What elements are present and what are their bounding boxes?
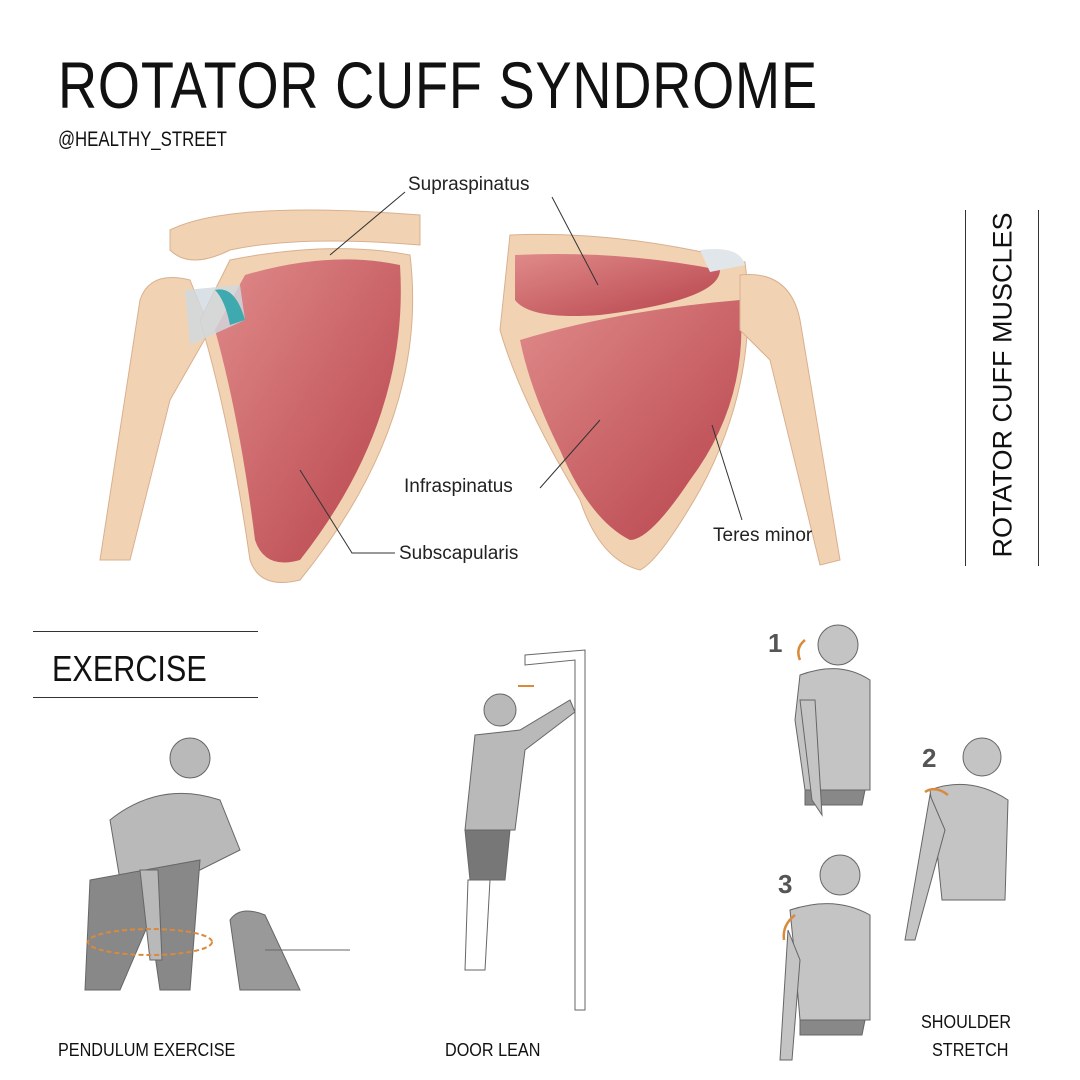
leader-lines	[299, 191, 743, 554]
step-number: 2	[922, 743, 937, 773]
caption-shoulder-stretch-1: SHOULDER	[921, 1012, 1012, 1032]
side-title: ROTATOR CUFF MUSCLES	[987, 212, 1018, 558]
exercise-heading: EXERCISE	[52, 648, 207, 689]
shoulder-stretch-figures	[779, 624, 1009, 1061]
divider	[33, 697, 258, 698]
page-title: ROTATOR CUFF SYNDROME	[58, 48, 818, 122]
caption-pendulum: PENDULUM EXERCISE	[58, 1040, 236, 1060]
pendulum-figure	[84, 737, 350, 991]
label-infraspinatus: Infraspinatus	[404, 476, 513, 497]
caption-door-lean: DOOR LEAN	[445, 1040, 541, 1060]
step-number: 3	[778, 869, 793, 899]
caption-shoulder-stretch-2: STRETCH	[932, 1040, 1009, 1060]
back-shoulder-illustration	[499, 233, 841, 571]
author-handle: @HEALTHY_STREET	[58, 128, 227, 151]
door-lean-figure	[464, 649, 586, 1011]
front-shoulder-illustration	[99, 209, 421, 583]
divider	[33, 631, 258, 632]
label-subscapularis: Subscapularis	[399, 543, 519, 564]
step-number: 1	[768, 628, 783, 658]
divider	[1038, 210, 1039, 566]
label-supraspinatus: Supraspinatus	[408, 174, 530, 195]
divider	[965, 210, 966, 566]
label-teres-minor: Teres minor	[713, 525, 813, 546]
